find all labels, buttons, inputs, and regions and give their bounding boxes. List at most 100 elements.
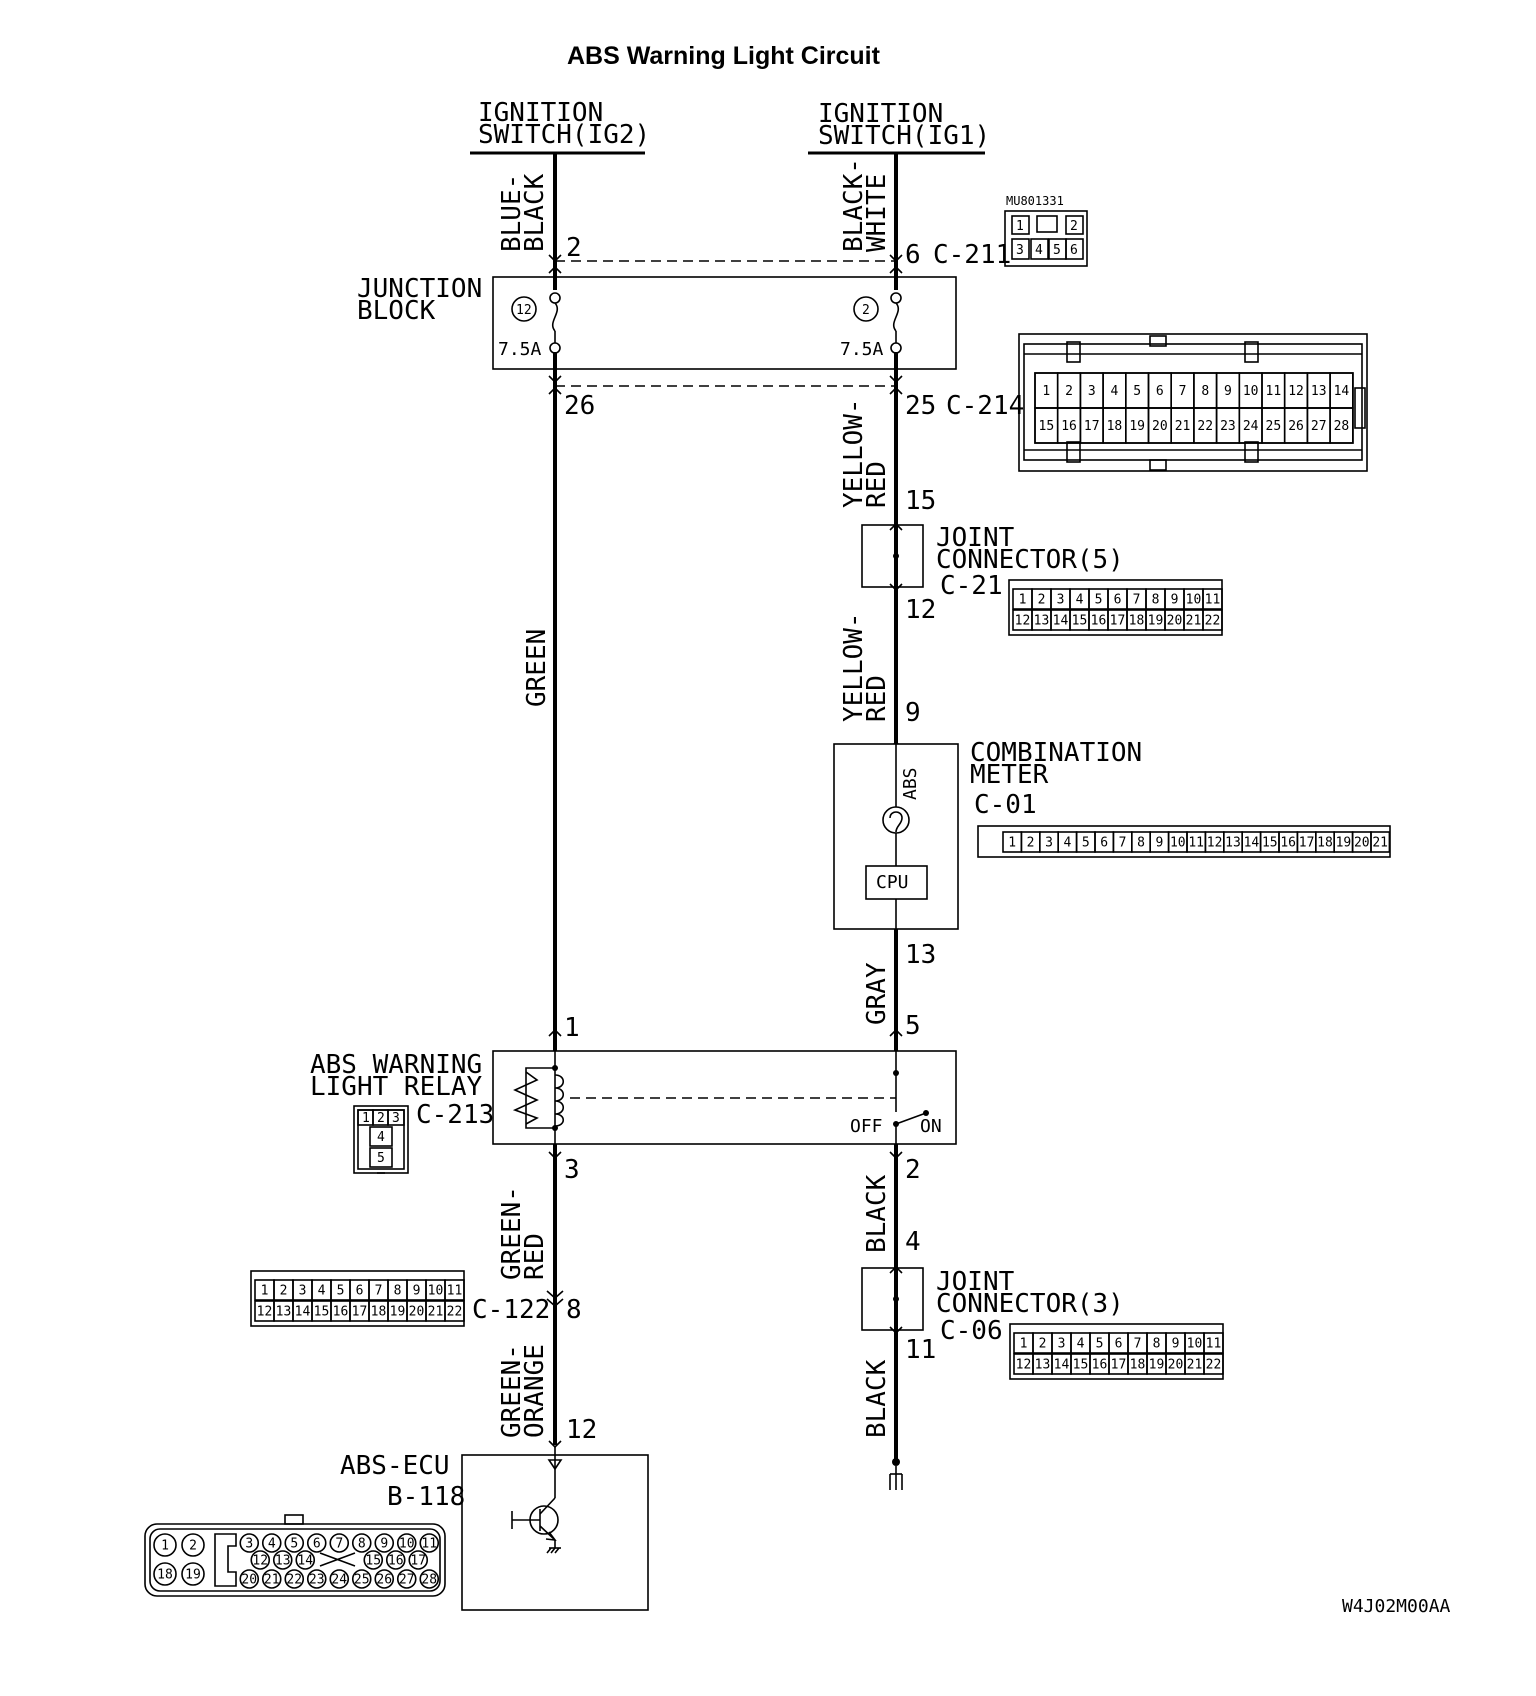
c122-pin: 13 [276,1305,292,1320]
c06-pin: 14 [1054,1358,1070,1373]
c213-pin: 1 [362,1111,370,1126]
fuse-left-number-circle [511,296,537,322]
pin-jb-out-right: 25 [905,391,936,421]
wire-label-black-white-1: BLACK- [839,158,869,252]
c01-pin: 2 [1027,836,1035,851]
b118-pin-cell [306,1533,327,1553]
c06-pin: 15 [1073,1358,1089,1373]
c01-pin: 8 [1137,836,1145,851]
c214-pin: 24 [1243,419,1259,434]
b118-pin: 27 [399,1573,415,1588]
b118-pin: 28 [421,1573,437,1588]
c214-pin: 13 [1311,384,1327,399]
pin-c122: 8 [566,1295,582,1325]
b118-pin-cell [385,1550,406,1570]
pin-meter-out: 13 [905,940,936,970]
c214-pin: 8 [1201,384,1209,399]
drawing-code: W4J02M00AA [1342,1596,1451,1617]
fuse-left [549,292,561,354]
abs-warning-lamp-icon [882,806,910,834]
wire-label-yellow-red-1b: RED [862,461,892,508]
b118-pin-cell [306,1569,327,1589]
c214-id: C-214 [946,391,1024,421]
c06-pin: 3 [1058,1337,1066,1352]
combination-meter-id: C-01 [974,790,1037,820]
c122-pin: 9 [413,1284,421,1299]
c214-terminal-marks [548,375,903,395]
fuse-left-gap [548,290,562,352]
c214-pin: 10 [1243,384,1259,399]
b118-pin: 2 [189,1539,197,1554]
b118-pin-cell [363,1550,384,1570]
c06-pin: 1 [1020,1337,1028,1352]
joint-connector-5-box [861,524,924,588]
c122-pin: 3 [299,1284,307,1299]
c06-pin: 5 [1096,1337,1104,1352]
c214-connector-face [1018,333,1368,472]
c213-pin: 2 [377,1111,385,1126]
c211-part-no: MU801331 [1006,194,1064,208]
pin-ecu: 12 [566,1415,597,1445]
ecu-transistor-icon [511,1447,563,1554]
b118-pin-cell [396,1569,417,1589]
b118-pin: 7 [335,1537,343,1552]
b118-pin-cell [153,1533,177,1557]
relay-on-label: ON [920,1116,942,1137]
c01-pin: 20 [1354,836,1370,851]
c01-pin: 17 [1299,836,1315,851]
c01-pin: 4 [1063,836,1071,851]
c122-pin: 6 [356,1284,364,1299]
fuse-right [890,292,902,354]
c122-pin: 12 [257,1305,273,1320]
c06-pin: 8 [1153,1337,1161,1352]
c01-pin: 9 [1155,836,1163,851]
pin-meter-in: 9 [905,698,921,728]
c214-pin: 6 [1156,384,1164,399]
c211-connector-face [1004,210,1088,267]
c21-pin-cell [1202,588,1223,610]
c214-pin: 11 [1266,384,1282,399]
c21-pin: 19 [1148,614,1164,629]
c21-pin: 6 [1114,593,1122,608]
joint-connector-3-id: C-06 [940,1316,1003,1346]
b118-pin: 10 [399,1537,415,1552]
b118-pin-cell [419,1533,440,1553]
c06-pin: 12 [1016,1358,1032,1373]
wire-label-black-2: BLACK [862,1359,892,1438]
c21-pin: 11 [1205,593,1221,608]
c214-pin: 2 [1065,384,1073,399]
b118-pin: 8 [358,1537,366,1552]
c122-pin: 20 [409,1305,425,1320]
c214-pin: 9 [1224,384,1232,399]
c06-pin: 22 [1206,1358,1222,1373]
b118-pin: 20 [241,1573,257,1588]
b118-pin: 9 [380,1537,388,1552]
b118-pin: 19 [185,1568,201,1583]
c21-pin: 17 [1110,614,1126,629]
c21-pin: 3 [1057,593,1065,608]
pin-relay-out-right: 2 [905,1155,921,1185]
joint-connector-3-label-1: JOINT [936,1267,1015,1297]
b118-pin: 14 [297,1554,313,1569]
b118-pin: 4 [268,1537,276,1552]
c211-pin: 4 [1035,243,1043,258]
c213-pin: 4 [377,1130,385,1145]
c214-pin-cell [1329,407,1354,444]
b118-pin-cell [351,1569,372,1589]
wire-label-yellow-red-2b: RED [862,675,892,722]
b118-pin: 5 [290,1537,298,1552]
c214-pin: 23 [1220,419,1236,434]
joint-connector-5-label-2: CONNECTOR(5) [936,545,1124,575]
c01-pin: 14 [1244,836,1260,851]
ignition-switch-ig1-label-2: SWITCH(IG1) [818,121,990,151]
pin-relay-out-left: 3 [564,1155,580,1185]
c06-pin: 7 [1134,1337,1142,1352]
fuse-left-rating: 7.5A [498,339,542,360]
c06-pin: 10 [1187,1337,1203,1352]
joint-connector-5-id: C-21 [940,571,1003,601]
meter-lamp-label: ABS [900,767,921,800]
c214-pin: 21 [1175,419,1191,434]
